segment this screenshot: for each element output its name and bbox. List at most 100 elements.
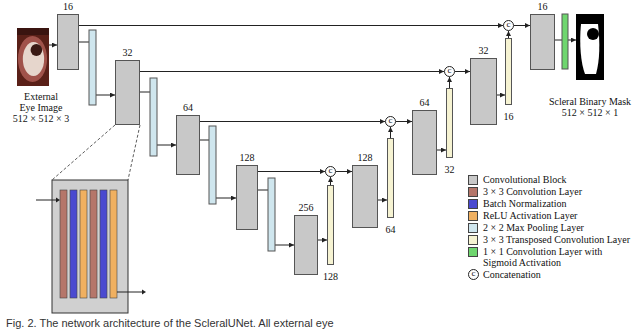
legend-swatch <box>468 223 478 233</box>
channel-count: 256 <box>299 202 314 213</box>
conv-block: 32 <box>470 58 497 125</box>
eye-background <box>17 28 49 86</box>
connector <box>437 150 446 151</box>
eye-sclera <box>23 42 44 76</box>
legend-text: Convolutional Block <box>483 174 635 185</box>
mask-background <box>576 14 604 80</box>
channel-count: 32 <box>479 45 489 56</box>
conv-layer-bar <box>90 190 97 298</box>
concat-symbol: c <box>507 20 511 29</box>
sigmoid-conv-bar <box>562 14 568 69</box>
label-group: 64 <box>420 92 430 110</box>
connector <box>258 171 325 172</box>
legend-row: Batch Normalization <box>468 198 638 209</box>
legend-swatch <box>468 247 478 257</box>
label-group: 128 <box>240 147 255 165</box>
label-group: 32 <box>445 159 455 177</box>
legend-text: 3 × 3 Transposed Convolution Layer <box>483 234 635 245</box>
conv-block: 64 <box>412 110 437 175</box>
channel-count: 16 <box>538 1 548 12</box>
legend-row: 3 × 3 Convolution Layer <box>468 186 638 197</box>
label-group: External Eye Image512 × 512 × 3 <box>6 91 76 124</box>
detail-output-line <box>117 292 142 293</box>
conv-block: 256 <box>294 215 318 275</box>
legend-row: Convolutional Block <box>468 174 638 185</box>
connector <box>330 177 331 185</box>
concatenation-node: c <box>325 166 336 177</box>
batchnorm-bar <box>100 190 107 298</box>
legend-swatch <box>468 211 478 221</box>
eye-skin <box>18 36 47 82</box>
legend-row: ReLU Activation Layer <box>468 210 638 221</box>
legend-text: ReLU Activation Layer <box>483 210 635 221</box>
legend-text: 3 × 3 Convolution Layer <box>483 186 635 197</box>
connector <box>140 92 176 145</box>
channel-count: 16 <box>63 1 73 12</box>
concat-symbol: c <box>389 116 393 125</box>
conv-block: 128 <box>352 165 378 228</box>
relu-bar <box>80 190 87 298</box>
label-group: 32 <box>479 40 489 58</box>
label-group: 32 <box>123 42 133 60</box>
eye-iris <box>31 44 43 56</box>
connector <box>449 77 450 88</box>
zoom-line <box>128 125 140 180</box>
label-group: 128 <box>323 266 338 284</box>
connector <box>140 71 444 72</box>
channel-count: 128 <box>323 271 338 282</box>
batchnorm-bar <box>70 190 77 298</box>
connector <box>514 25 530 26</box>
connector <box>79 25 503 26</box>
conv-block: 16 <box>57 14 79 70</box>
connector <box>258 190 294 245</box>
image-label: Scleral Binary Mask <box>549 96 631 107</box>
image-label: 512 × 512 × 1 <box>549 107 631 118</box>
channel-count: 32 <box>445 164 455 175</box>
channel-count: 128 <box>240 152 255 163</box>
legend-text: 1 × 1 Convolution Layer with Sigmoid Act… <box>483 246 635 268</box>
connector <box>497 95 505 96</box>
concat-symbol: c <box>472 269 476 278</box>
figure-caption: Fig. 2. The network architecture of the … <box>6 317 334 329</box>
legend-swatch <box>468 175 478 185</box>
connector <box>200 121 385 122</box>
detail-output-arrowhead <box>142 290 146 295</box>
label-group: 64 <box>386 219 396 237</box>
channel-count: 16 <box>504 111 514 122</box>
concat-symbol: c <box>448 66 452 75</box>
eye-image: External Eye Image512 × 512 × 3 <box>17 28 49 86</box>
image-label: 512 × 512 × 3 <box>6 113 76 124</box>
max-pool-bar <box>209 126 216 204</box>
transposed-conv-layer: 32 <box>446 88 453 158</box>
transposed-conv-layer: 16 <box>505 38 512 105</box>
legend-text: Batch Normalization <box>483 198 635 209</box>
concatenation-node: c <box>503 20 514 31</box>
detail-input-line <box>36 200 56 201</box>
connector <box>336 171 352 172</box>
eye-lid <box>17 28 49 35</box>
channel-count: 64 <box>183 102 193 113</box>
legend-text: 2 × 2 Max Pooling Layer <box>483 222 635 233</box>
image-label: External Eye Image <box>17 91 65 113</box>
channel-count: 64 <box>420 97 430 108</box>
label-group: 64 <box>183 97 193 115</box>
label-group: 256 <box>299 197 314 215</box>
connector <box>396 121 412 122</box>
conv-block: 16 <box>530 14 555 70</box>
mask-iris <box>587 28 599 40</box>
connector <box>508 31 509 38</box>
connector <box>455 71 470 72</box>
legend-swatch <box>468 199 478 209</box>
legend-text: Concatenation <box>483 269 635 280</box>
label-group: Scleral Binary Mask512 × 512 × 1 <box>549 96 631 118</box>
concatenation-node: c <box>444 66 455 77</box>
channel-count: 32 <box>123 47 133 58</box>
mask-illustration <box>576 14 604 80</box>
mask-image: Scleral Binary Mask512 × 512 × 1 <box>576 14 604 80</box>
legend-swatch <box>468 187 478 197</box>
legend-row: 1 × 1 Convolution Layer with Sigmoid Act… <box>468 246 638 268</box>
max-pool-bar <box>268 178 275 251</box>
connector <box>390 127 391 138</box>
channel-count: 128 <box>358 152 373 163</box>
